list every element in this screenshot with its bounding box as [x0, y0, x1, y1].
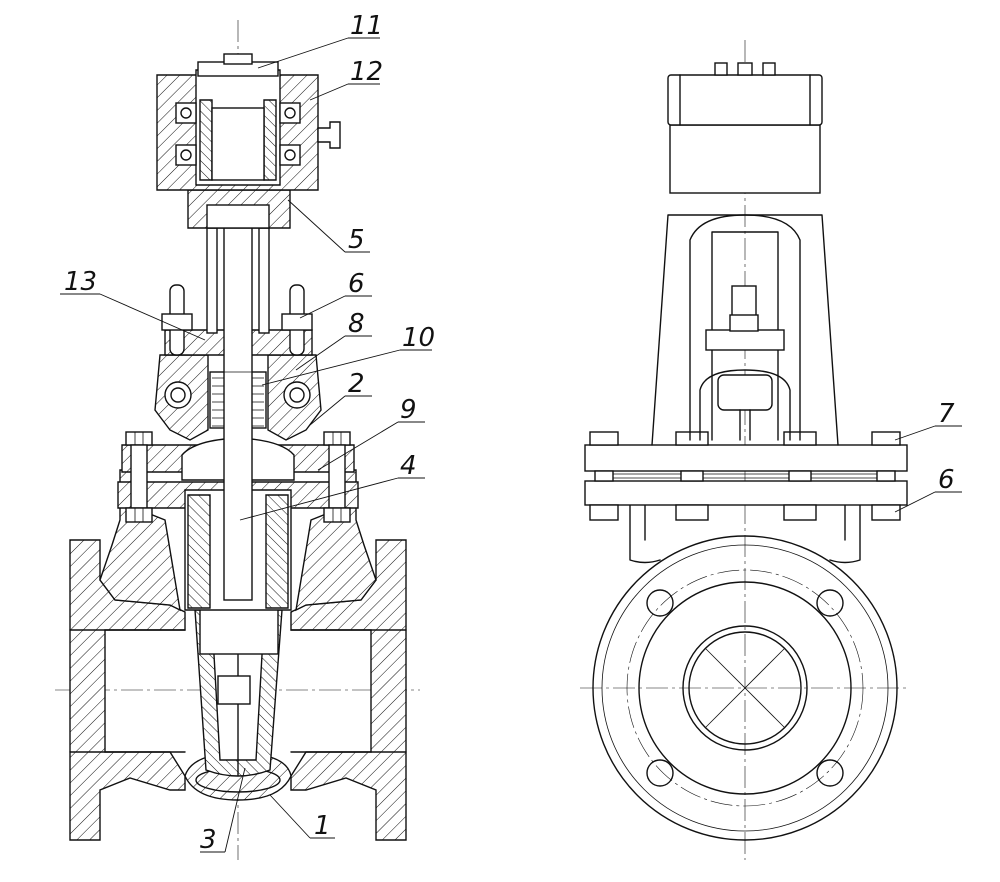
- callout-11: 11: [350, 11, 383, 41]
- yoke-nut-window: [206, 204, 270, 229]
- side-flange-nuts: [589, 431, 901, 521]
- side-body-flange: [584, 480, 908, 506]
- callout-8: 8: [348, 309, 365, 339]
- side-flange-raised-face: [638, 581, 852, 795]
- gate-top-recess: [199, 603, 279, 655]
- cavity-left-wall: [187, 494, 211, 609]
- side-bore-outer: [682, 625, 808, 751]
- bearing-lower-right: [279, 144, 301, 166]
- callout-12: 12: [350, 57, 383, 87]
- side-bore-inner: [688, 631, 802, 745]
- callout-13: 13: [64, 267, 97, 297]
- callout-10: 10: [402, 323, 435, 353]
- callout-6a: 6: [348, 269, 365, 299]
- callout-7: 7: [938, 399, 955, 429]
- flange-hole-tr: [816, 589, 844, 617]
- callout-4: 4: [400, 451, 417, 481]
- callout-2: 2: [348, 369, 365, 399]
- side-gland-nut: [729, 314, 759, 332]
- gland-nut-left: [161, 313, 193, 331]
- eye-bolt-pivot-right: [283, 381, 311, 409]
- bearing-upper-left: [175, 102, 197, 124]
- callout-3: 3: [200, 825, 217, 855]
- flange-bolts-right: [323, 431, 351, 523]
- flange-hole-br: [816, 759, 844, 787]
- side-actuator-cap: [667, 74, 823, 126]
- bearing-lower-left: [175, 144, 197, 166]
- callout-6b: 6: [938, 465, 955, 495]
- side-bonnet-flange: [584, 444, 908, 472]
- sectional-front-view: [55, 20, 420, 860]
- flange-hole-tl: [646, 589, 674, 617]
- bearing-upper-right: [279, 102, 301, 124]
- side-view: [580, 40, 910, 860]
- grease-nipple: [317, 121, 341, 149]
- gland-nut-right: [281, 313, 313, 331]
- callouts: 11 12 5 13 6 8 10 2 9: [60, 11, 962, 855]
- callout-9: 9: [400, 395, 417, 425]
- side-eye-bolt: [717, 374, 773, 411]
- callout-5: 5: [348, 225, 365, 255]
- cavity-right-wall: [265, 494, 289, 609]
- flange-bolts-left: [125, 431, 153, 523]
- flange-hole-bl: [646, 759, 674, 787]
- stem-nut: [211, 107, 265, 181]
- side-gland: [705, 329, 785, 351]
- gate-insert-block: [217, 675, 251, 705]
- callout-1: 1: [314, 811, 331, 841]
- eye-bolt-pivot-left: [164, 381, 192, 409]
- side-flange-outer: [592, 535, 898, 841]
- yoke-column-left: [206, 227, 218, 334]
- side-actuator-body: [669, 124, 821, 194]
- yoke-column-right: [258, 227, 270, 334]
